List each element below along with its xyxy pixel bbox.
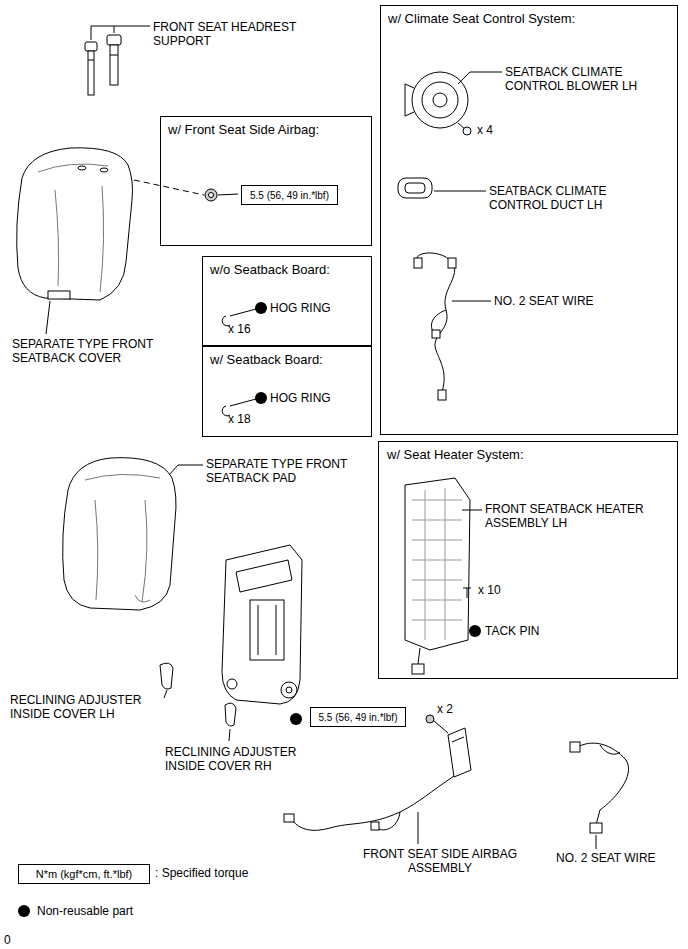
condition-heading: w/ Seatback Board: xyxy=(210,352,364,368)
part-label: SEPARATE TYPE FRONT SEATBACK PAD xyxy=(206,457,361,485)
part-label: RECLINING ADJUSTER INSIDE COVER RH xyxy=(165,745,315,773)
part-label: HOG RING xyxy=(270,391,331,405)
part-label: x 10 xyxy=(478,583,501,597)
condition-heading: w/ Climate Seat Control System: xyxy=(388,11,670,27)
part-label: x 4 xyxy=(477,123,493,137)
torque-box: 5.5 (56, 49 in.*lbf) xyxy=(310,707,406,727)
torque-value: N*m (kgf*cm, ft.*lbf) xyxy=(36,867,133,881)
legend-text: Non-reusable part xyxy=(37,904,133,918)
part-label: SEPARATE TYPE FRONT SEATBACK COVER xyxy=(12,337,167,365)
part-label: SEATBACK CLIMATE CONTROL DUCT LH xyxy=(489,184,649,212)
part-label: NO. 2 SEAT WIRE xyxy=(494,294,594,308)
torque-box: N*m (kgf*cm, ft.*lbf) xyxy=(18,864,150,884)
condition-heading: w/o Seatback Board: xyxy=(210,262,364,278)
part-label: TACK PIN xyxy=(485,624,539,638)
part-label: FRONT SEATBACK HEATER ASSEMBLY LH xyxy=(485,502,660,530)
part-label: 0 xyxy=(4,933,11,947)
part-label: x 2 xyxy=(437,702,453,716)
part-label: FRONT SEAT SIDE AIRBAG ASSEMBLY xyxy=(360,847,520,875)
part-label: FRONT SEAT HEADREST SUPPORT xyxy=(153,20,303,48)
part-label: SEATBACK CLIMATE CONTROL BLOWER LH xyxy=(505,65,665,93)
legend-text: : Specified torque xyxy=(155,866,248,880)
part-label: HOG RING xyxy=(270,301,331,315)
part-label: x 16 xyxy=(228,322,251,336)
torque-value: 5.5 (56, 49 in.*lbf) xyxy=(319,711,398,724)
part-label: NO. 2 SEAT WIRE xyxy=(556,851,656,865)
condition-box: w/ Seat Heater System: xyxy=(378,441,678,679)
torque-value: 5.5 (56, 49 in.*lbf) xyxy=(250,189,329,202)
condition-heading: w/ Seat Heater System: xyxy=(387,447,669,463)
part-label: RECLINING ADJUSTER INSIDE COVER LH xyxy=(10,693,160,721)
condition-box: w/ Front Seat Side Airbag: 5.5 (56, 49 in… xyxy=(160,116,372,246)
part-label: x 18 xyxy=(228,412,251,426)
torque-box: 5.5 (56, 49 in.*lbf) xyxy=(241,185,338,205)
non-reusable-dot xyxy=(18,905,30,917)
condition-heading: w/ Front Seat Side Airbag: xyxy=(168,122,364,138)
